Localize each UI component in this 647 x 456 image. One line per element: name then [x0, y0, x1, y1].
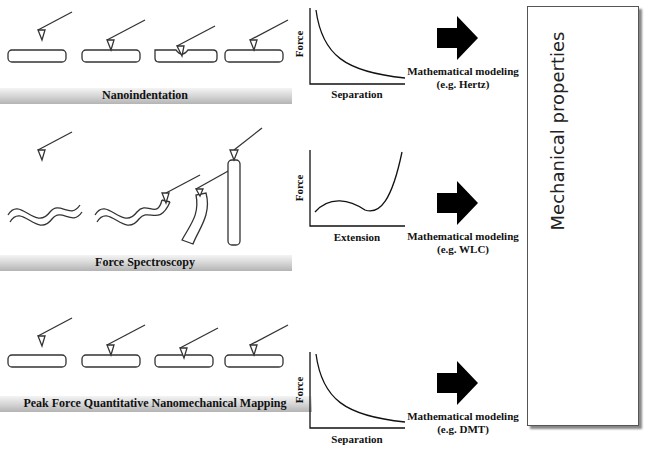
model-label: Mathematical modeling: [407, 230, 519, 242]
title-bar: [0, 396, 312, 412]
axis-label: Separation: [331, 433, 382, 445]
axis-label: Force: [293, 377, 305, 404]
nanoindentation-illustration: [8, 12, 288, 62]
qnm-illustration: [8, 318, 288, 367]
model-label: Mathematical modeling: [407, 410, 519, 422]
axis-label: Separation: [331, 88, 382, 100]
model-label: (e.g. Hertz): [437, 78, 490, 90]
force-spectroscopy-illustration: [8, 128, 262, 245]
model-label: (e.g. DMT): [437, 423, 489, 435]
model-label: Mathematical modeling: [407, 65, 519, 77]
axis-label: Force: [293, 175, 305, 202]
result-box: Mechanical properties: [527, 6, 639, 426]
row-title: Nanoindentation: [102, 89, 188, 102]
title-bar: [0, 88, 292, 104]
model-label: (e.g. WLC): [437, 243, 489, 255]
row-title: Peak Force Quantitative Nanomechanical M…: [23, 397, 286, 410]
box-text: Mechanical properties: [547, 32, 568, 231]
title-bar: [0, 255, 292, 271]
axis-label: Extension: [334, 231, 380, 243]
axis-label: Force: [293, 31, 305, 58]
row-title: Force Spectroscopy: [95, 256, 195, 269]
force-graph: [310, 8, 405, 428]
